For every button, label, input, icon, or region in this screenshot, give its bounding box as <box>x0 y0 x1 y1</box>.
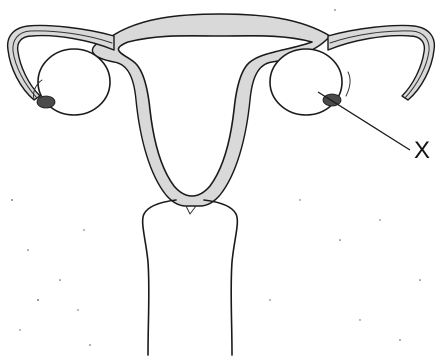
right-fallopian-tube <box>328 25 434 100</box>
right-fimbriae <box>346 72 350 96</box>
label-x: X <box>414 137 430 164</box>
left-ovary-follicle <box>37 96 55 108</box>
label-x-pointer <box>318 92 410 150</box>
left-ovary <box>33 49 110 115</box>
cervix-opening <box>186 206 196 214</box>
vagina <box>143 200 238 355</box>
vagina-outline <box>143 200 238 355</box>
right-tube-wall <box>328 25 434 100</box>
